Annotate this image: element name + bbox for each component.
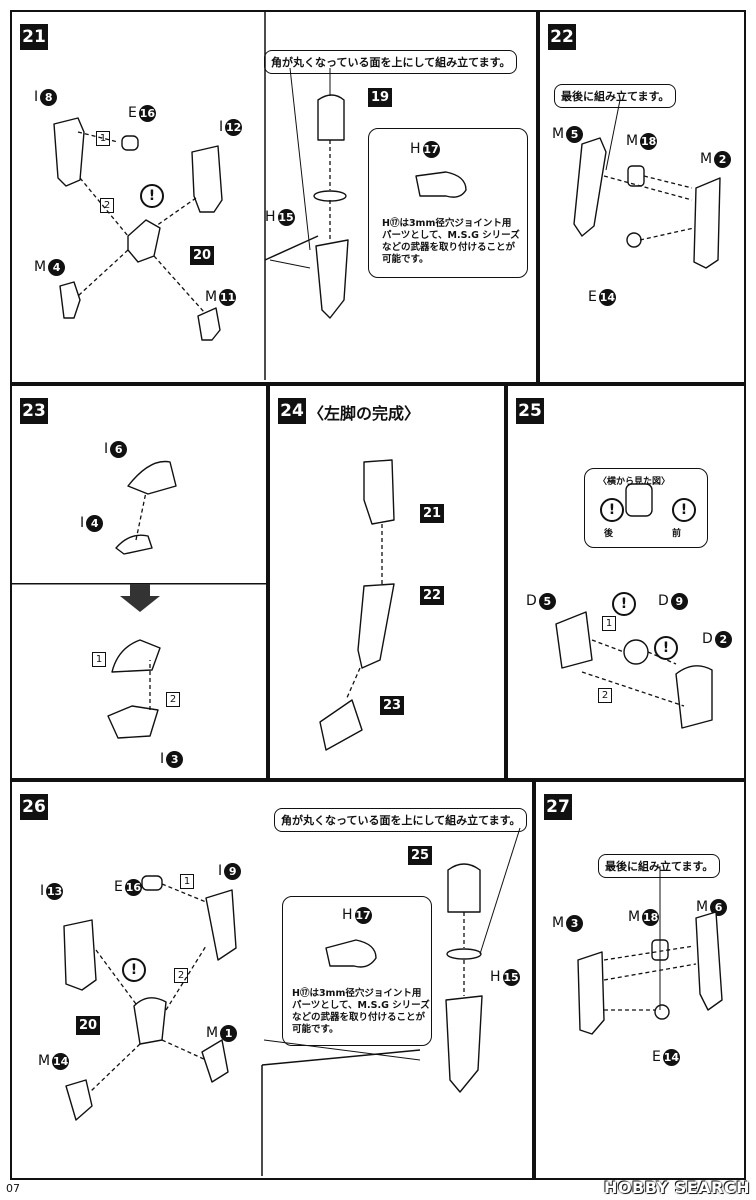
step-number: 25: [516, 398, 544, 424]
sub-step-1: 1: [180, 874, 194, 889]
sub-step-1: 1: [96, 131, 110, 146]
side-view-title: 〈横から見た図〉: [598, 477, 671, 487]
watermark: HOBBY SEARCH: [604, 1178, 750, 1197]
step-number: 22: [548, 24, 576, 50]
sub-step-2: 2: [598, 688, 612, 703]
assembly-callout: 最後に組み立てます。: [598, 854, 721, 878]
info-note-text: H⑰は3mm径穴ジョイント用 パーツとして、M.S.G シリーズ などの武器を取…: [382, 218, 520, 265]
step-ref-19: 19: [368, 88, 393, 107]
assembly-callout: 最後に組み立てます。: [554, 84, 677, 108]
attention-icon: !: [612, 592, 636, 616]
attention-icon: !: [600, 498, 624, 522]
step-title: 〈左脚の完成〉: [308, 404, 421, 423]
step-number: 26: [20, 794, 48, 820]
attention-icon: !: [654, 636, 678, 660]
step-number: 21: [20, 24, 48, 50]
attention-icon: !: [140, 184, 164, 208]
step-number: 27: [544, 794, 572, 820]
step-ref-25: 25: [408, 846, 433, 865]
assembly-callout: 角が丸くなっている面を上にして組み立てます。: [274, 808, 528, 832]
step-ref-20: 20: [190, 246, 215, 265]
assembly-callout: 角が丸くなっている面を上にして組み立てます。: [264, 50, 518, 74]
label-back: 後: [604, 529, 614, 539]
step-number: 24: [278, 398, 306, 424]
step-ref-20: 20: [76, 1016, 101, 1035]
attention-icon: !: [122, 958, 146, 982]
attention-icon: !: [672, 498, 696, 522]
step-24-panel: 24 〈左脚の完成〉 21 22 23: [268, 384, 506, 780]
sub-step-1: 1: [92, 652, 106, 667]
step-number: 23: [20, 398, 48, 424]
step-ref-22: 22: [420, 586, 445, 605]
info-note-text: H⑰は3mm径穴ジョイント用 パーツとして、M.S.G シリーズ などの武器を取…: [292, 988, 430, 1035]
sub-step-2: 2: [174, 968, 188, 983]
sub-step-2: 2: [100, 198, 114, 213]
step-ref-23: 23: [380, 696, 405, 715]
label-front: 前: [672, 529, 682, 539]
sub-step-2: 2: [166, 692, 180, 707]
page-number: 07: [6, 1182, 20, 1195]
step-ref-21: 21: [420, 504, 445, 523]
sub-step-1: 1: [602, 616, 616, 631]
info-note-box: [368, 128, 528, 278]
